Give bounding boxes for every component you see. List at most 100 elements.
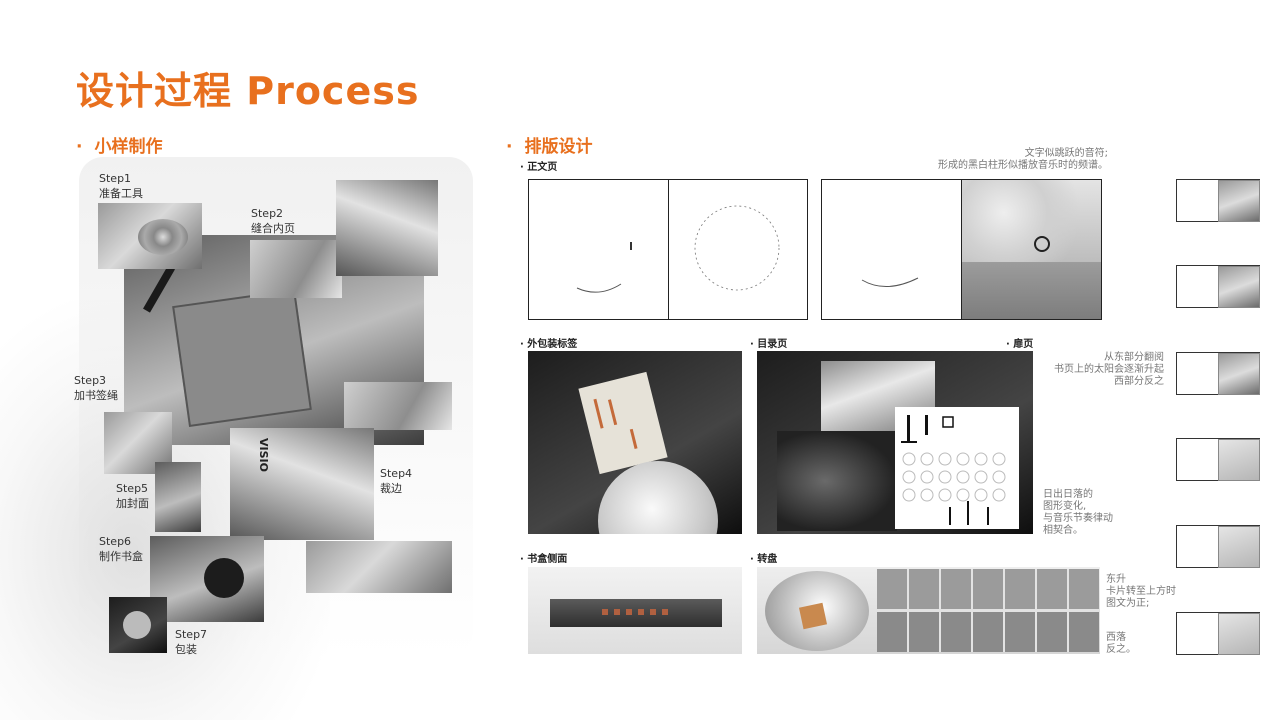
step7-text: 包装 xyxy=(175,643,197,656)
book-block xyxy=(172,288,312,428)
step5-text: 加封面 xyxy=(116,497,149,510)
note-rhythm-line1: 日出日落的 xyxy=(1043,489,1093,500)
tag-card xyxy=(578,371,668,475)
note-sunrise-line3: 西部分反之 xyxy=(1114,376,1164,387)
label-toc: · 目录页 xyxy=(750,339,788,350)
box-side-body xyxy=(550,599,722,627)
label-outer-label: · 外包装标签 xyxy=(520,339,578,350)
note-rhythm: 日出日落的 图形变化, 与音乐节奏律动 相契合。 xyxy=(1043,489,1113,537)
step2-caption: Step2 缝合内页 xyxy=(251,206,295,236)
thumb-1-image xyxy=(1218,180,1260,222)
note-east-line3: 图文为正; xyxy=(1106,598,1150,609)
foil-strips-photo xyxy=(344,382,452,430)
step3-text: 加书签绳 xyxy=(74,389,118,402)
note-east-line1: 东升 xyxy=(1106,574,1126,585)
section-heading-layout-text: 排版设计 xyxy=(524,137,593,157)
thumb-5-image xyxy=(1218,526,1260,568)
thumb-3-image xyxy=(1218,353,1260,395)
turntable-photo xyxy=(757,567,1100,654)
note-spectrum: 文字似跳跃的音符; 形成的黑白柱形似播放音乐时的频谱。 xyxy=(900,148,1108,172)
toc-flyleaf-photo xyxy=(757,351,1033,534)
section-heading-sample-text: 小样制作 xyxy=(94,137,163,157)
box-side-photo xyxy=(528,567,742,654)
thumb-2 xyxy=(1176,265,1260,308)
thumb-6-image xyxy=(1218,613,1260,655)
book-pages-shadow xyxy=(777,431,897,531)
step1-photo xyxy=(98,203,202,269)
thumb-4-image xyxy=(1218,439,1260,481)
step5-caption: Step5 加封面 xyxy=(116,481,149,511)
spread-2-texture-top xyxy=(962,180,1101,262)
step4-label: Step4 xyxy=(380,467,413,480)
step1-caption: Step1 准备工具 xyxy=(99,171,143,201)
silver-disc xyxy=(598,461,718,534)
step5-label: Step5 xyxy=(116,482,149,495)
label-body-pages: · 正文页 xyxy=(520,162,558,173)
bullet-icon: · xyxy=(506,137,513,157)
note-rhythm-line3: 与音乐节奏律动 xyxy=(1043,513,1113,524)
thumb-1 xyxy=(1176,179,1260,222)
tool-photo-detail xyxy=(143,265,175,313)
note-west-line1: 西落 xyxy=(1106,632,1126,643)
step6-text: 制作书盒 xyxy=(99,550,143,563)
section-heading-sample: · 小样制作 xyxy=(76,132,162,157)
outer-label-photo xyxy=(528,351,742,534)
step4-text: 裁边 xyxy=(380,482,402,495)
turntable-cards-bottom-row xyxy=(877,612,1099,652)
note-west-line2: 反之。 xyxy=(1106,644,1136,655)
visio-text: VISIO xyxy=(257,438,270,472)
thumb-6 xyxy=(1176,612,1260,655)
step1-label: Step1 xyxy=(99,172,132,185)
section-heading-layout: · 排版设计 xyxy=(506,132,592,157)
step7-caption: Step7 包装 xyxy=(175,627,207,657)
tag-glyph-2 xyxy=(607,399,618,426)
label-box-side: · 书盒侧面 xyxy=(520,554,568,565)
trim-photo xyxy=(306,541,452,593)
spread-1-graphics xyxy=(576,205,780,293)
spread-2-ring-detail xyxy=(1034,236,1050,252)
tag-glyph-3 xyxy=(629,428,638,449)
body-spread-2 xyxy=(821,179,1102,320)
step6-photo xyxy=(150,536,264,622)
note-rhythm-line2: 图形变化, xyxy=(1043,501,1087,512)
step2-photo xyxy=(250,240,342,298)
note-rhythm-line4: 相契合。 xyxy=(1043,525,1083,536)
grommets-detail xyxy=(138,219,188,255)
spread-2-texture-bottom xyxy=(962,262,1101,319)
package-disc xyxy=(123,611,151,639)
flyleaf-graphics xyxy=(901,415,1006,525)
spread-1-gutter xyxy=(668,180,669,319)
sewing-photo xyxy=(336,180,438,276)
step3-caption: Step3 加书签绳 xyxy=(74,373,118,403)
note-sunrise: 从东部分翻阅 书页上的太阳会逐渐升起 西部分反之 xyxy=(1000,352,1164,388)
step3-label: Step3 xyxy=(74,374,107,387)
turntable-card xyxy=(798,602,828,630)
turntable-dial xyxy=(765,571,869,651)
step4-photo: VISIO xyxy=(230,428,374,540)
step6-label: Step6 xyxy=(99,535,132,548)
spread-2-graphics xyxy=(861,277,919,287)
step7-label: Step7 xyxy=(175,628,208,641)
flyleaf-page xyxy=(895,407,1019,529)
note-west: 西落 反之。 xyxy=(1106,632,1136,656)
step5-photo xyxy=(155,462,201,532)
label-flyleaf: · 扉页 xyxy=(1006,339,1034,350)
note-sunrise-line1: 从东部分翻阅 xyxy=(1104,352,1164,363)
thumb-2-image xyxy=(1218,266,1260,308)
note-sunrise-line2: 书页上的太阳会逐渐升起 xyxy=(1054,364,1164,375)
bullet-icon: · xyxy=(76,137,83,157)
thumb-4 xyxy=(1176,438,1260,481)
step4-caption: Step4 裁边 xyxy=(380,466,412,496)
note-east: 东升 卡片转至上方时 图文为正; xyxy=(1106,574,1176,610)
label-turntable: · 转盘 xyxy=(750,554,778,565)
step1-text: 准备工具 xyxy=(99,187,143,200)
step2-text: 缝合内页 xyxy=(251,222,295,235)
step2-label: Step2 xyxy=(251,207,284,220)
note-spectrum-line1: 文字似跳跃的音符; xyxy=(1024,148,1108,159)
note-east-line2: 卡片转至上方时 xyxy=(1106,586,1176,597)
turntable-cards-top-row xyxy=(877,569,1099,609)
page-title: 设计过程 Process xyxy=(76,69,420,113)
thumb-5 xyxy=(1176,525,1260,568)
step7-photo xyxy=(109,597,167,653)
tag-glyph-1 xyxy=(593,398,604,429)
